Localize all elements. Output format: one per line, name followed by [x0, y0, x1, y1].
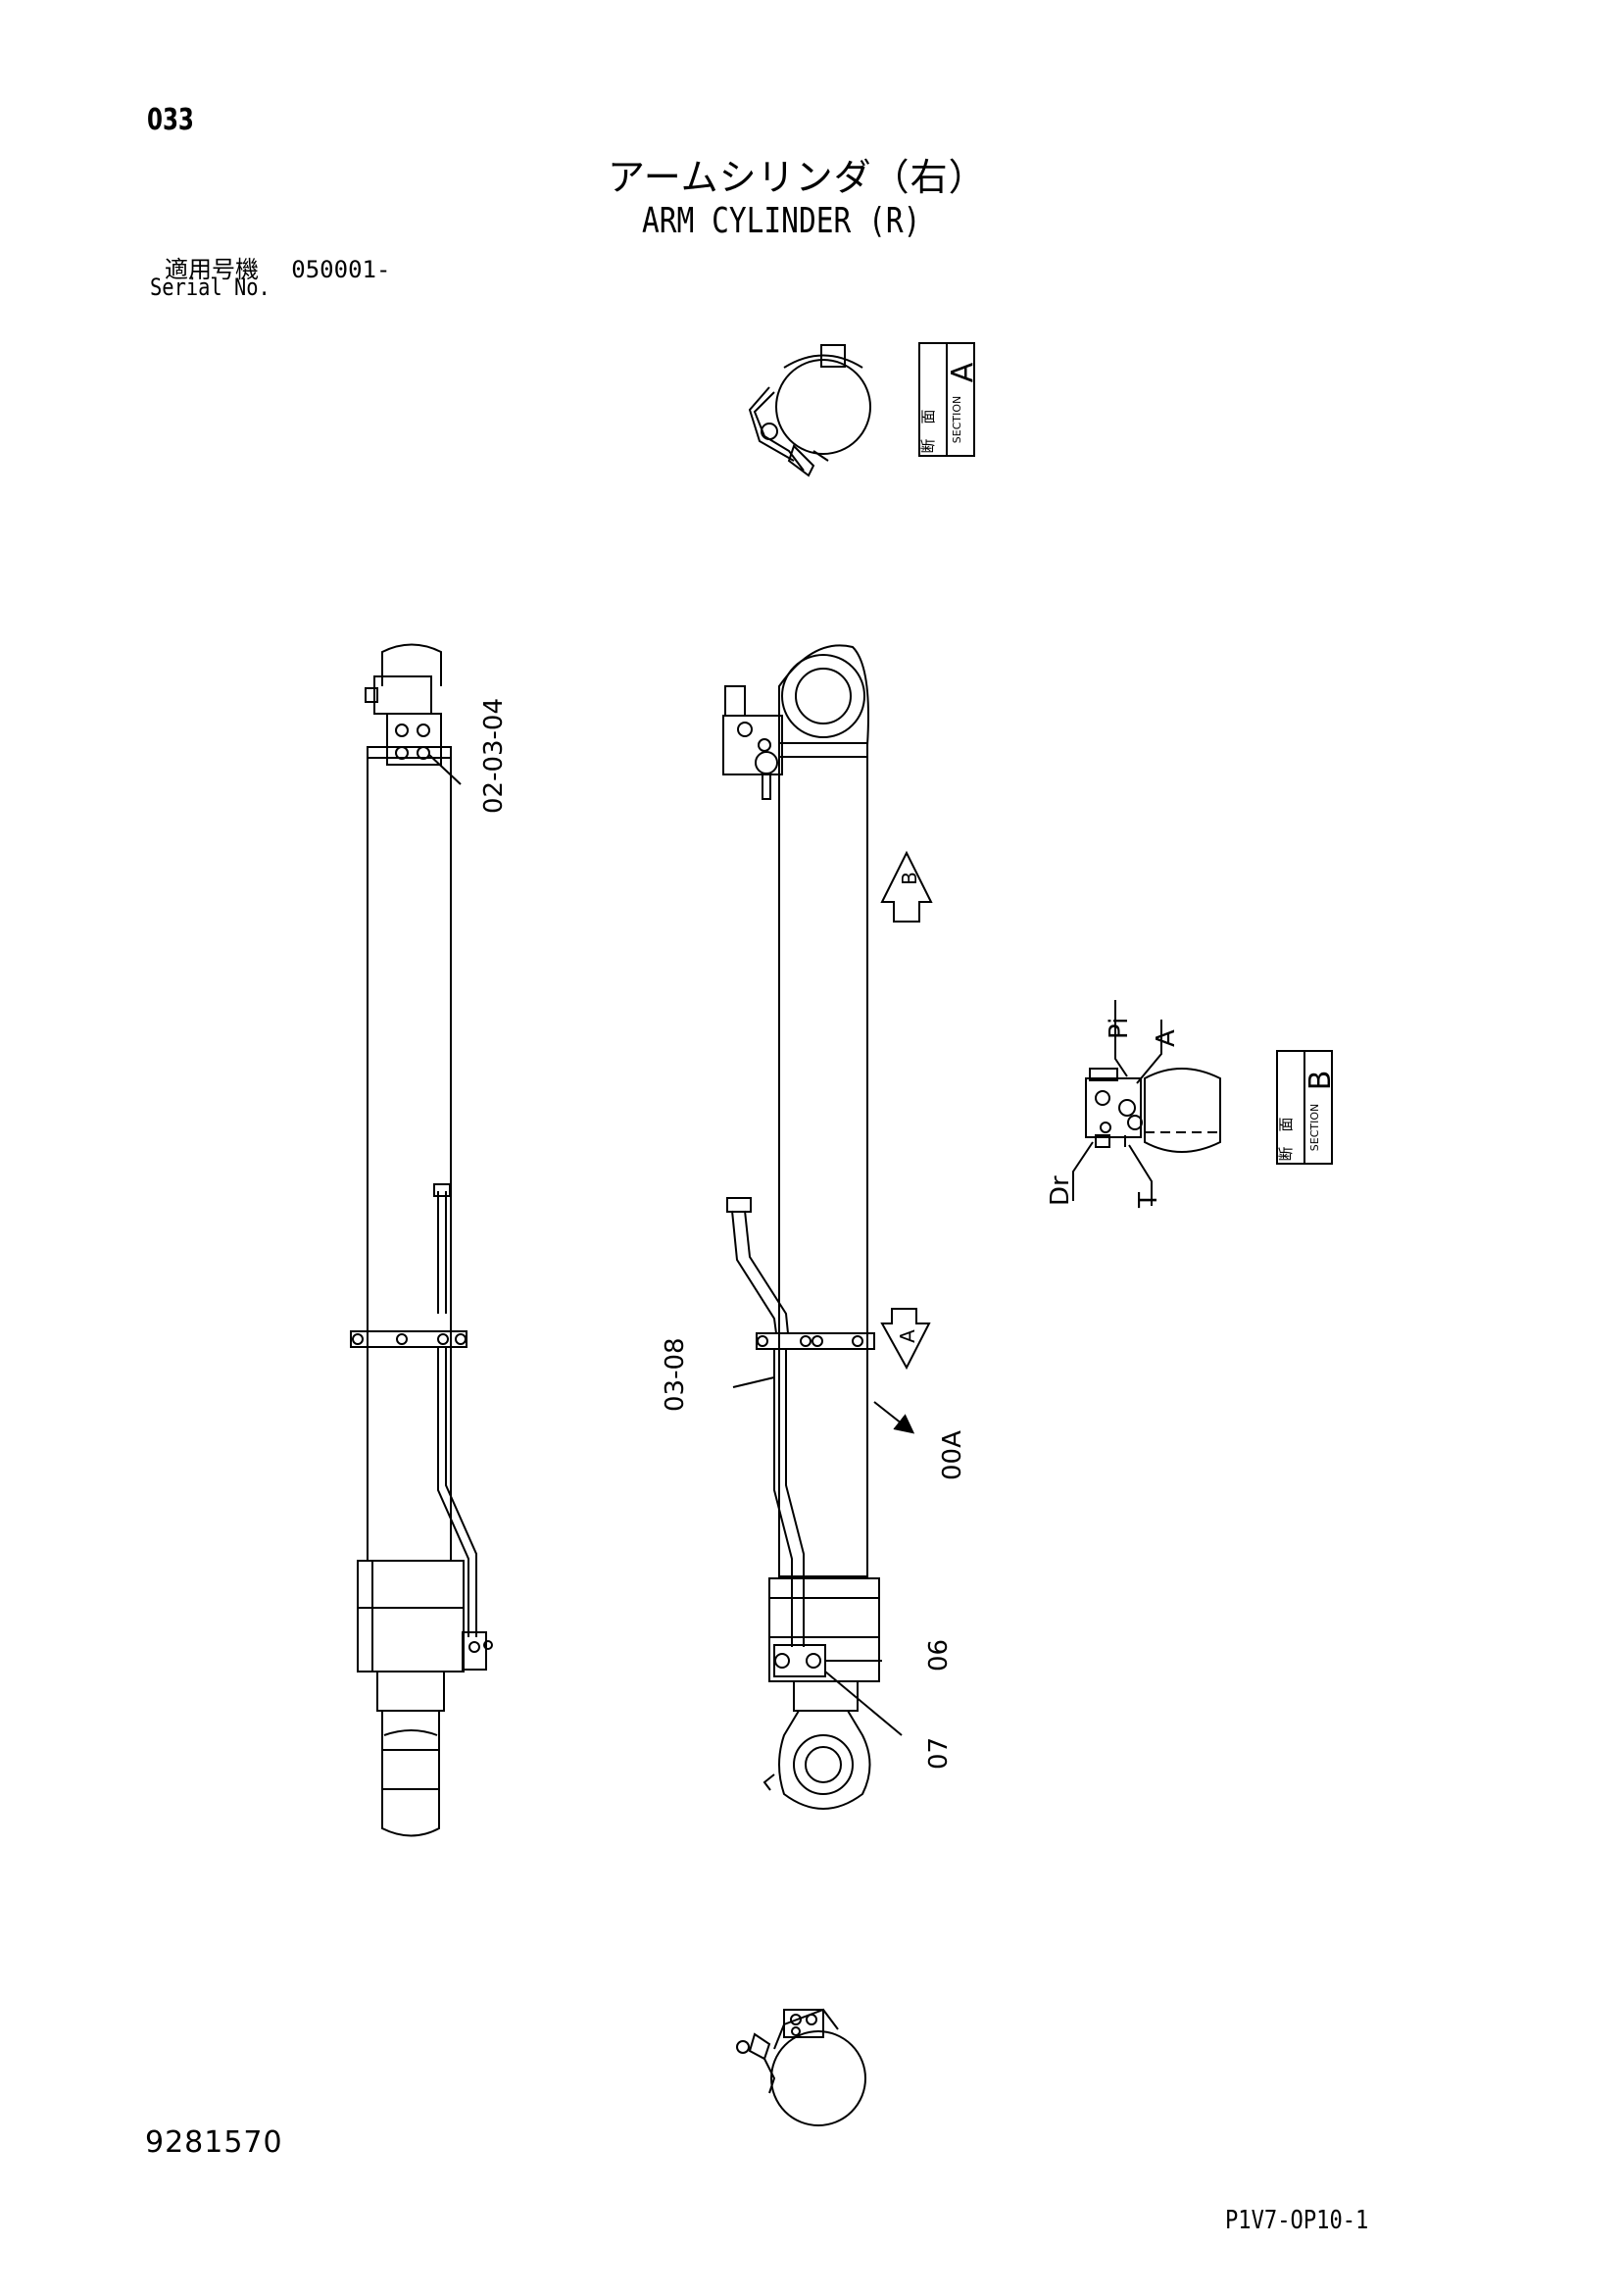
serial-label-en: Serial No. — [150, 274, 270, 301]
section-a-letter: A — [946, 362, 980, 382]
section-b-letter: B — [1303, 1071, 1338, 1091]
drawing-code: 9281570 — [145, 2125, 283, 2160]
port-label-t: T — [1134, 1192, 1163, 1209]
section-b-port-leaders: Pi A Dr T — [1046, 1000, 1181, 1209]
callout-03-08: 03-08 — [661, 1337, 690, 1412]
port-label-a: A — [1152, 1029, 1181, 1047]
view-arrow-b-label: B — [898, 872, 921, 885]
leader-03-08 — [732, 1376, 775, 1388]
right-cylinder-view — [722, 644, 880, 1810]
page-title-jp: アームシリンダ（右） — [608, 156, 987, 199]
bottom-end-view — [736, 2008, 866, 2126]
left-cylinder-view — [350, 643, 493, 1837]
view-arrow-a: A — [880, 1308, 931, 1371]
sheet-code: P1V7-OP10-1 — [1225, 2206, 1369, 2235]
section-a-en: SECTION — [951, 396, 963, 443]
port-label-dr: Dr — [1046, 1175, 1075, 1206]
callout-02-03-04: 02-03-04 — [479, 698, 509, 814]
section-b-en: SECTION — [1308, 1104, 1321, 1151]
serial-label-jp: 適用号機 050001- — [165, 250, 390, 284]
leader-07 — [824, 1671, 903, 1736]
view-arrow-b: B — [880, 850, 933, 923]
serial-label-jp-text: 適用号機 — [165, 256, 259, 283]
leader-02-03-04 — [428, 754, 462, 785]
port-label-pi: Pi — [1105, 1018, 1134, 1039]
view-arrow-a-label: A — [896, 1329, 919, 1343]
page-number: 033 — [147, 103, 194, 137]
serial-value: 050001- — [291, 256, 391, 283]
section-a-view — [748, 344, 871, 477]
callout-00a: 00A — [938, 1430, 967, 1480]
leader-00a — [873, 1401, 915, 1434]
section-a-label-box: A 断 面 SECTION — [918, 342, 980, 457]
section-b-label-box: B 断 面 SECTION — [1276, 1050, 1338, 1165]
callout-07: 07 — [924, 1737, 954, 1770]
section-a-jp: 断 面 — [919, 409, 937, 453]
section-b-jp: 断 面 — [1277, 1117, 1295, 1161]
page-title-en: ARM CYLINDER (R) — [642, 201, 921, 241]
section-b-view — [1085, 1068, 1221, 1153]
callout-06: 06 — [924, 1639, 954, 1672]
